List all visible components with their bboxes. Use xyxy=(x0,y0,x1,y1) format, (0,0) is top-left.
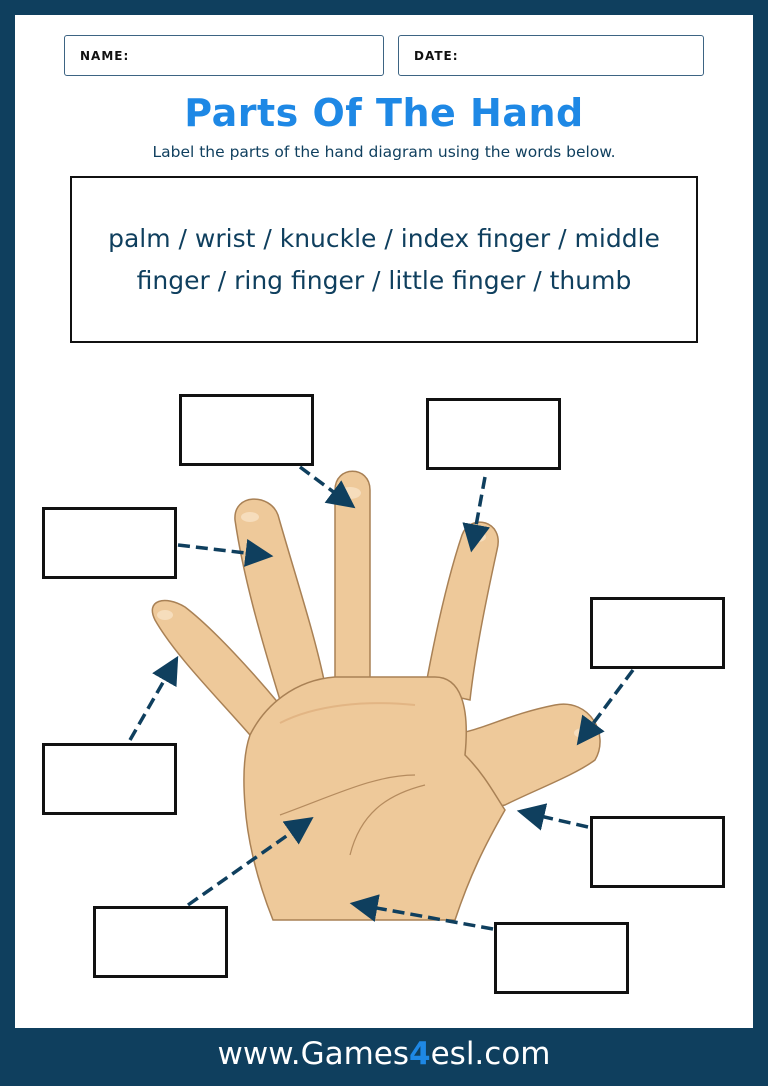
footer-url-accent: 4 xyxy=(409,1036,431,1072)
label-box-top-right[interactable] xyxy=(426,398,561,470)
footer-url[interactable]: www.Games4esl.com xyxy=(0,1036,768,1072)
label-box-bottom-right[interactable] xyxy=(494,922,629,994)
label-box-bottom-left[interactable] xyxy=(93,906,228,978)
label-box-left-middle[interactable] xyxy=(42,743,177,815)
word-bank-text: palm / wrist / knuckle / index finger / … xyxy=(108,223,660,295)
date-label: DATE: xyxy=(414,48,459,63)
word-bank: palm / wrist / knuckle / index finger / … xyxy=(70,176,698,343)
footer-url-prefix: www.Games xyxy=(217,1036,410,1072)
hand-illustration xyxy=(151,470,601,921)
hand-diagram xyxy=(128,465,635,931)
worksheet-page: NAME: DATE: Parts Of The Hand Label the … xyxy=(15,15,753,1028)
instructions: Label the parts of the hand diagram usin… xyxy=(152,143,616,161)
footer-url-suffix: esl.com xyxy=(430,1036,551,1072)
name-field[interactable]: NAME: xyxy=(64,35,384,76)
label-box-top-left[interactable] xyxy=(179,394,314,466)
name-label: NAME: xyxy=(80,48,130,63)
label-box-upper-left[interactable] xyxy=(42,507,177,579)
page-title: Parts Of The Hand xyxy=(184,91,584,135)
pointer-arrows xyxy=(128,465,635,931)
label-box-right-upper[interactable] xyxy=(590,597,725,669)
label-box-right-lower[interactable] xyxy=(590,816,725,888)
date-field[interactable]: DATE: xyxy=(398,35,704,76)
